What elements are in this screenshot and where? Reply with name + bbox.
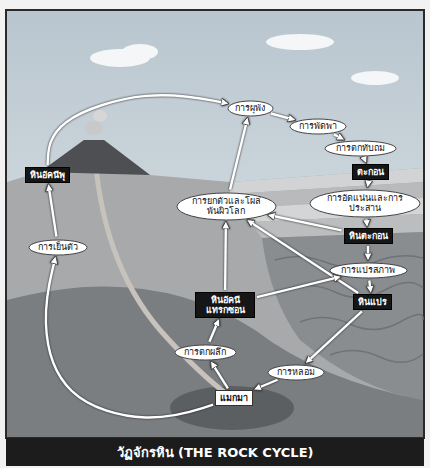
process-oval: การตกทับถม [324,140,397,157]
cycle-arrow [306,311,362,362]
oval-shape [29,240,87,255]
cycle-arrow [224,223,227,291]
rock-box: หินตะกอน [344,228,393,244]
cycle-arrow [257,277,340,297]
cycle-arrow [334,134,343,139]
cycle-arrow [364,158,366,162]
rock-box: หินแปร [353,294,392,310]
rock-box: แมกมา [215,390,253,406]
cycle-arrow [367,246,369,260]
cycle-arrow [365,219,368,226]
oval-shape [228,101,273,116]
cloud [122,44,158,60]
volcano-smoke [85,121,103,135]
ground [7,140,423,437]
node-label: หินอัคนีแทรกซอน [200,295,250,316]
node-label: การแปรสภาพ [341,265,395,275]
title-bar: วัฏจักรหิน (THE ROCK CYCLE) [6,438,424,466]
node-label: ตะกอน [357,167,384,177]
cycle-arrow [48,95,228,165]
oval-shape [268,365,324,380]
oval-shape [310,190,420,217]
process-oval: การเย็นตัว [28,239,88,256]
cycle-arrow [369,280,370,292]
process-oval: การแปรสภาพ [329,262,408,279]
process-oval: การผุพัง [227,100,274,117]
process-oval: การอัดแน่นและการประสาน [309,189,421,218]
node-label: การหลอม [277,367,315,377]
node-label: การเย็นตัว [38,242,78,252]
cloud [351,71,399,85]
fold-line [330,350,423,362]
process-oval: การยกตัวและโผล่พ้นผิวโลก [176,192,277,221]
cycle-arrow [255,380,278,390]
cycle-arrow [230,118,247,189]
node-label: การพัดพา [299,121,337,131]
oval-shape [177,193,276,220]
cycle-arrow [271,114,295,120]
process-oval: การตกผลึก [174,344,237,361]
node-label: การผุพัง [235,103,265,113]
cloud [266,34,334,50]
volcano-smoke [93,110,107,122]
node-label: หินอัคนีพุ [30,170,65,180]
fold-line [300,314,423,329]
oval-shape [325,141,396,156]
oval-shape [175,345,236,360]
node-label: การอัดแน่นและการประสาน [326,193,404,214]
cycle-arrow [46,257,213,417]
magma-chamber [170,386,294,430]
process-oval: การพัดพา [289,118,347,135]
rock-box: ตะกอน [352,164,389,180]
node-label: หินแปร [358,297,387,307]
metamorphic-zone [262,232,423,400]
rock-box: หินอัคนีแทรกซอน [195,292,255,318]
cycle-arrow [269,215,342,230]
node-label: การยกตัวและโผล่พ้นผิวโลก [191,196,261,217]
node-label: การตกทับถม [336,143,385,153]
deep-crust [7,286,423,437]
cycle-arrow [209,320,218,342]
node-label: หินตะกอน [349,231,388,241]
frame-sky [6,10,424,438]
cycle-arrow [366,182,369,187]
cycle-arrow [211,362,228,388]
oval-shape [290,119,346,134]
rock-box: หินอัคนีพุ [25,167,70,183]
cycle-arrow [248,220,358,293]
process-oval: การหลอม [267,364,325,381]
cycle-arrow [49,185,57,237]
node-label: การตกผลึก [184,347,226,357]
node-label: แมกมา [220,393,248,403]
oval-shape [330,263,407,278]
